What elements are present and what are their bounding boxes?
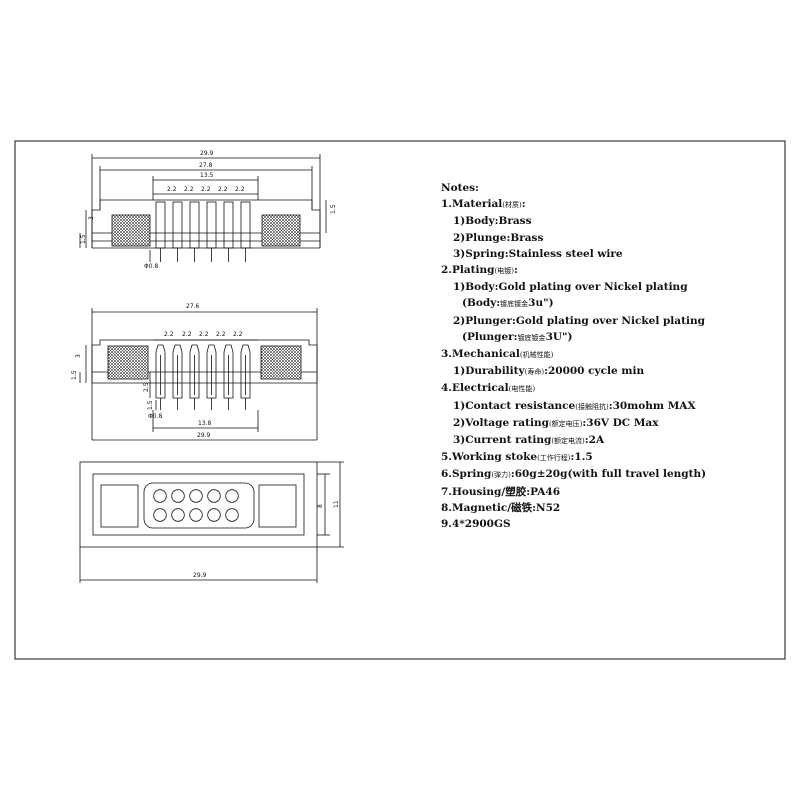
- notes-block: Notes: 1.Material(材质): 1)Body:Brass 2)Plun…: [441, 180, 771, 532]
- note-line: 8.Magnetic/磁铁:N52: [441, 500, 771, 516]
- note-rest: :36V DC Max: [582, 416, 659, 429]
- side-dim-pin-dia: Φ0.8: [148, 413, 162, 420]
- note-text: 1.Material: [441, 198, 503, 211]
- note-line: 7.Housing/塑胶:PA46: [441, 484, 771, 500]
- note-text: 2)Plunge:Brass: [453, 231, 544, 244]
- note-line: 9.4*2900GS: [441, 516, 771, 532]
- side-dim-pitch-1: 2.2: [164, 331, 174, 338]
- note-text: 5.Working stoke: [441, 451, 538, 464]
- side-dim-pin-span: 13.8: [198, 420, 212, 427]
- note-text: (Body:: [462, 297, 501, 310]
- note-rest: :: [521, 198, 526, 211]
- top-dim-height-right: 1.5: [330, 204, 337, 214]
- top-dim-pin-span: 13.5: [200, 172, 214, 179]
- note-text: 9.4*2900GS: [441, 518, 511, 531]
- note-annotation: (机械性能): [519, 351, 554, 360]
- note-annotation: (弹力): [491, 471, 511, 480]
- front-dim-inner-height: 8: [317, 504, 324, 508]
- note-line: 3.Mechanical(机械性能): [441, 346, 771, 363]
- note-annotation: (额定电流): [551, 437, 585, 446]
- top-dim-height-left: 3: [88, 216, 95, 220]
- note-line: 5.Working stoke(工作行程):1.5: [441, 449, 771, 466]
- note-annotation: (电镀): [494, 267, 514, 276]
- sheet-border: [14, 140, 786, 660]
- notes-title: Notes:: [441, 182, 479, 194]
- top-dim-pitch-2: 2.2: [184, 186, 194, 193]
- note-text: 1)Body:Gold plating over Nickel plating: [453, 281, 688, 294]
- note-rest: :20000 cycle min: [544, 365, 645, 378]
- top-dim-pitch-3: 2.2: [201, 186, 211, 193]
- note-line: 1)Body:Brass: [441, 213, 771, 229]
- note-annotation: (材质): [502, 201, 522, 210]
- note-text: (Plunger:: [462, 330, 518, 343]
- top-dim-pitch-1: 2.2: [167, 186, 177, 193]
- note-line: 1)Body:Gold plating over Nickel plating: [441, 279, 771, 295]
- side-dim-pitch-2: 2.2: [182, 331, 192, 338]
- note-text: 1)Body:Brass: [453, 215, 532, 228]
- top-dim-pitch-4: 2.2: [218, 186, 228, 193]
- top-dim-base: 1.5: [80, 234, 87, 244]
- note-annotation: (额定电压): [548, 419, 583, 428]
- note-text: 6.Spring: [441, 468, 492, 481]
- note-text: 3)Current rating: [453, 434, 552, 447]
- note-line: 1.Material(材质):: [441, 196, 771, 213]
- side-dim-pitch-3: 2.2: [199, 331, 209, 338]
- side-dim-pin-len: 2.5: [143, 382, 150, 392]
- top-dim-pin-dia: Φ0.8: [144, 263, 158, 270]
- note-annotation: (电性能): [508, 385, 536, 394]
- note-line: (Plunger:镀底镀金3U"): [441, 329, 771, 346]
- note-annotation: 镀底镀金: [517, 333, 546, 342]
- note-annotation: (接触阻抗): [575, 402, 609, 411]
- side-dim-bottom: 29.9: [197, 432, 211, 439]
- note-rest: :30mohm MAX: [608, 399, 696, 412]
- notes-list: 1.Material(材质): 1)Body:Brass 2)Plunge:Bras…: [441, 196, 771, 532]
- side-view: [79, 308, 318, 441]
- note-line: 6.Spring(弹力):60g±20g(with full travel le…: [441, 466, 771, 483]
- note-text: 8.Magnetic/磁铁:N52: [441, 501, 561, 514]
- front-dim-width: 29.9: [193, 572, 207, 579]
- note-line: (Body:镀底镀金3u"): [441, 295, 771, 312]
- front-dim-outer-height: 11: [333, 500, 340, 508]
- side-dim-pitch-4: 2.2: [216, 331, 226, 338]
- side-dim-pitch-5: 2.2: [233, 331, 243, 338]
- top-dim-inner: 27.8: [199, 162, 213, 169]
- top-dim-overall: 29.9: [200, 150, 214, 157]
- note-annotation: (工作行程): [537, 454, 571, 463]
- note-annotation: 镀底镀金: [500, 300, 529, 309]
- note-line: 2)Plunge:Brass: [441, 230, 771, 246]
- top-dim-pitch-5: 2.2: [235, 186, 245, 193]
- note-rest: :60g±20g(with full travel length): [510, 468, 707, 481]
- side-dim-pin-small: 1.5: [147, 400, 154, 410]
- note-line: 3)Current rating(额定电流):2A: [441, 432, 771, 449]
- note-rest: :: [513, 264, 518, 277]
- note-text: 2)Voltage rating: [453, 416, 549, 429]
- note-text: 2.Plating: [441, 264, 495, 277]
- note-line: 2)Plunger:Gold plating over Nickel plati…: [441, 313, 771, 329]
- note-text: 7.Housing/塑胶:PA46: [441, 485, 560, 498]
- note-line: 1)Contact resistance(接触阻抗):30mohm MAX: [441, 398, 771, 415]
- note-line: 2)Voltage rating(额定电压):36V DC Max: [441, 415, 771, 432]
- note-rest: 3u"): [528, 297, 554, 310]
- note-text: 1)Durability: [453, 365, 525, 378]
- note-rest: :2A: [584, 434, 605, 447]
- side-dim-overall: 27.6: [186, 303, 200, 310]
- note-text: 2)Plunger:Gold plating over Nickel plati…: [453, 314, 705, 327]
- front-view: [79, 461, 344, 583]
- note-text: 3)Spring:Stainless steel wire: [453, 247, 623, 260]
- note-line: 2.Plating(电镀):: [441, 262, 771, 279]
- note-rest: :1.5: [570, 451, 593, 464]
- note-line: 1)Durability(寿命):20000 cycle min: [441, 363, 771, 380]
- side-dim-base: 1.5: [71, 370, 78, 380]
- note-annotation: (寿命): [524, 368, 545, 377]
- note-line: 4.Electrical(电性能): [441, 380, 771, 397]
- note-text: 3.Mechanical: [441, 348, 520, 361]
- note-line: 3)Spring:Stainless steel wire: [441, 246, 771, 262]
- note-text: 1)Contact resistance: [453, 399, 576, 412]
- note-rest: 3U"): [545, 330, 573, 343]
- side-dim-height-left: 3: [75, 354, 82, 358]
- top-view: [79, 154, 327, 262]
- note-text: 4.Electrical: [441, 382, 509, 395]
